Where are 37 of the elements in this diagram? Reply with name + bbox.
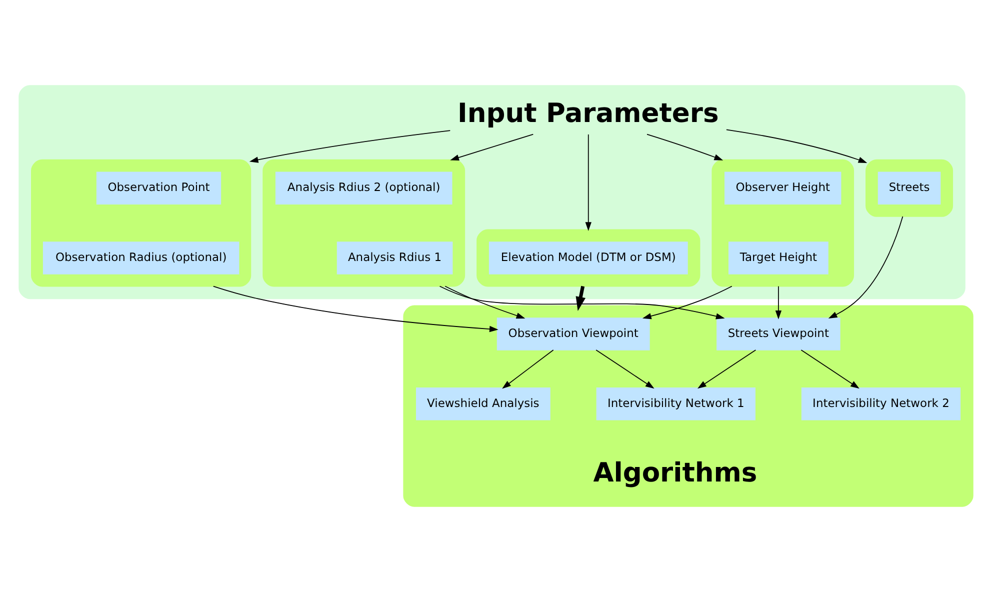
arrow	[800, 350, 860, 389]
arrow	[646, 134, 724, 160]
node-box: Streets Viewpoint	[716, 318, 840, 350]
cluster	[712, 159, 854, 287]
arrow	[596, 350, 654, 389]
node-box: Target Height	[728, 242, 828, 274]
arrow	[439, 286, 725, 320]
arrow	[450, 134, 534, 161]
arrow	[828, 216, 904, 318]
node-box: Intervisibility Network 1	[596, 388, 756, 420]
arrow	[697, 350, 756, 389]
arrow	[726, 129, 868, 164]
arrow	[642, 286, 732, 320]
cluster	[403, 305, 974, 507]
node-box: Analysis Rdius 2 (optional)	[275, 172, 452, 204]
node-text: Input Parameters	[458, 98, 719, 129]
node-box: Observation Point	[96, 172, 222, 204]
node-box: Analysis Rdius 1	[336, 242, 453, 274]
cluster	[866, 159, 954, 217]
arrow	[212, 286, 498, 332]
arrow	[585, 134, 592, 232]
node-box: Streets	[878, 172, 941, 204]
node-box: Observation Radius (optional)	[42, 242, 240, 274]
arrow	[249, 130, 451, 163]
arrow	[444, 286, 526, 319]
cluster	[476, 229, 700, 287]
node-box: Intervisibility Network 2	[801, 388, 961, 420]
arrow	[576, 286, 586, 311]
node-box: Elevation Model (DTM or DSM)	[488, 242, 688, 274]
node-box: Observer Height	[724, 172, 842, 204]
arrow	[502, 350, 554, 389]
node-box: Observation Viewpoint	[496, 318, 650, 350]
cluster	[31, 159, 252, 287]
node-box: Viewshield Analysis	[416, 388, 550, 420]
arrow	[775, 286, 782, 320]
cluster	[262, 159, 466, 287]
node-text: Algorithms	[593, 458, 758, 489]
